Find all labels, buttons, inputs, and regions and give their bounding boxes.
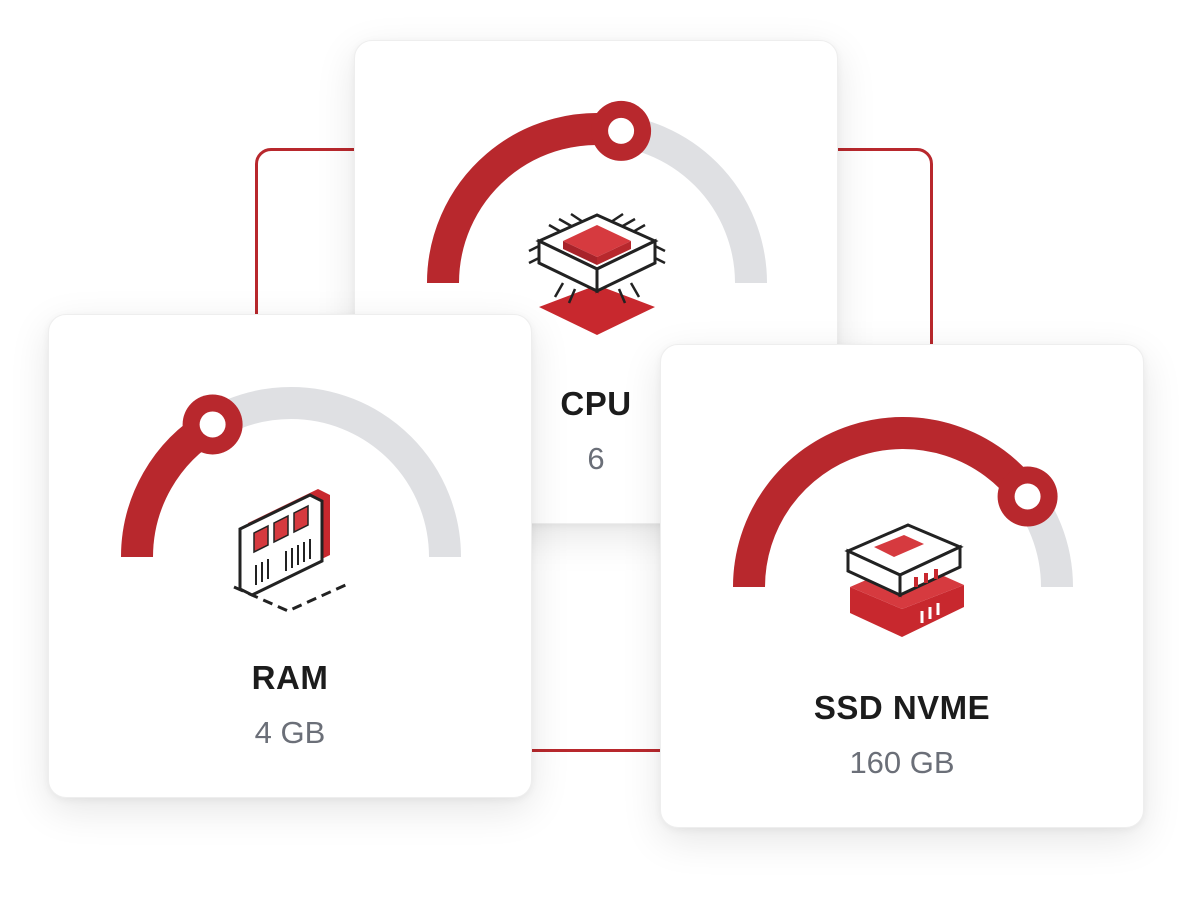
ram-module-icon: [233, 489, 351, 613]
gauge-fill: [427, 113, 624, 284]
cpu-chip-icon: [528, 212, 666, 335]
gauge-fill: [733, 417, 1041, 588]
ssd-title: SSD NVME: [813, 689, 991, 726]
ssd-value: 160 GB: [849, 745, 955, 780]
gauge-knob-hole: [199, 411, 226, 438]
gauge-knob-hole: [1014, 483, 1041, 510]
ram-card: RAM 4 GB: [48, 314, 532, 798]
cpu-value: 6: [587, 441, 605, 476]
ram-value: 4 GB: [254, 715, 326, 750]
gauge-knob-hole: [608, 117, 635, 144]
ssd-drive-icon: [844, 523, 964, 637]
ram-gauge: [121, 387, 461, 558]
cpu-title: CPU: [560, 385, 632, 422]
cpu-gauge: [427, 100, 767, 284]
ssd-gauge: [733, 417, 1073, 588]
ram-title: RAM: [251, 659, 329, 696]
ssd-card: SSD NVME 160 GB: [660, 344, 1144, 828]
